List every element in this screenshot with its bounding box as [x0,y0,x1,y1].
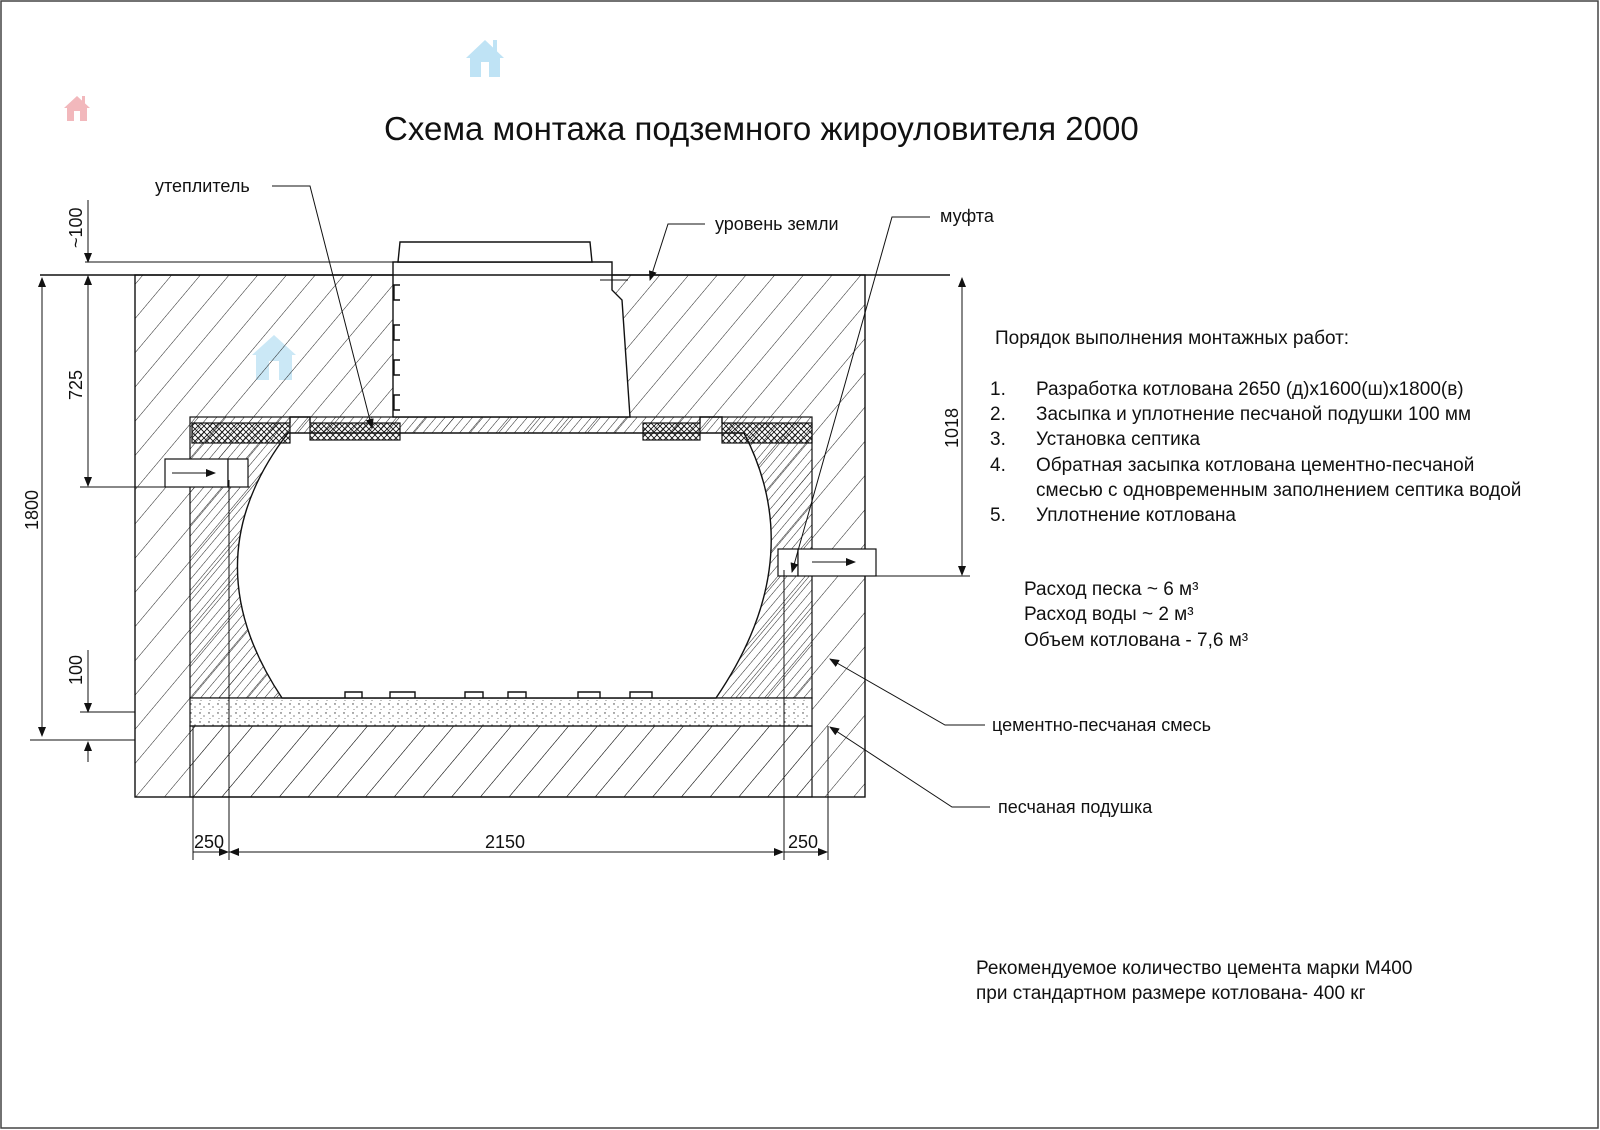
tank-lid [397,241,593,263]
house-logo-red-icon [64,96,90,121]
dim-pad: 100 [66,655,86,685]
leader-lines [272,185,990,808]
pit-volume: Объем котлована - 7,6 м³ [1024,630,1248,651]
dim-total-depth: 1800 [22,490,42,530]
step-text: Установка септика [1036,429,1200,450]
water-consumption: Расход воды ~ 2 м³ [1024,604,1194,625]
step-text: Засыпка и уплотнение песчаной подушки 10… [1036,404,1471,425]
step-num: 1. [990,379,1006,400]
dim-right-gap: 250 [788,832,818,852]
step-num: 3. [990,429,1006,450]
outlet-pipe [777,548,877,577]
page-title: Схема монтажа подземного жироуловителя 2… [384,110,1139,147]
inlet-pipe [164,458,249,488]
tank-body [236,432,772,699]
sand-consumption: Расход песка ~ 6 м³ [1024,579,1198,600]
dimension-lines [30,200,970,860]
step-num: 5. [990,505,1006,526]
label-coupling: муфта [940,206,995,226]
tank-neck [392,261,631,418]
step-num: 4. [990,455,1006,476]
dim-tank-width: 2150 [485,832,525,852]
step-text: Уплотнение котлована [1036,505,1236,526]
dim-neck-depth: 725 [66,370,86,400]
step-num: 2. [990,404,1006,425]
step-text-cont: смесью с одновременным заполнением септи… [1036,480,1521,501]
procedure-heading: Порядок выполнения монтажных работ: [995,328,1349,349]
label-cement-sand-mix: цементно-песчаная смесь [992,715,1211,735]
label-sand-cushion: песчаная подушка [998,797,1153,817]
insulation-plates [191,416,813,444]
dim-left-gap: 250 [194,832,224,852]
cement-note-line1: Рекомендуемое количество цемента марки М… [976,958,1412,979]
step-text: Обратная засыпка котлована цементно-песч… [1036,455,1474,476]
procedure-list: Порядок выполнения монтажных работ: 1. Р… [990,328,1521,526]
cement-note-line2: при стандартном размере котлована- 400 к… [976,983,1366,1004]
step-text: Разработка котлована 2650 (д)x1600(ш)x18… [1036,379,1464,400]
soil-bottom [189,725,813,798]
dim-outlet-depth: 1018 [942,408,962,448]
dim-top-offset: ~100 [66,207,86,248]
house-logo-blue-icon [466,40,504,77]
label-insulation: утеплитель [155,176,250,196]
label-ground-level: уровень земли [715,214,839,234]
